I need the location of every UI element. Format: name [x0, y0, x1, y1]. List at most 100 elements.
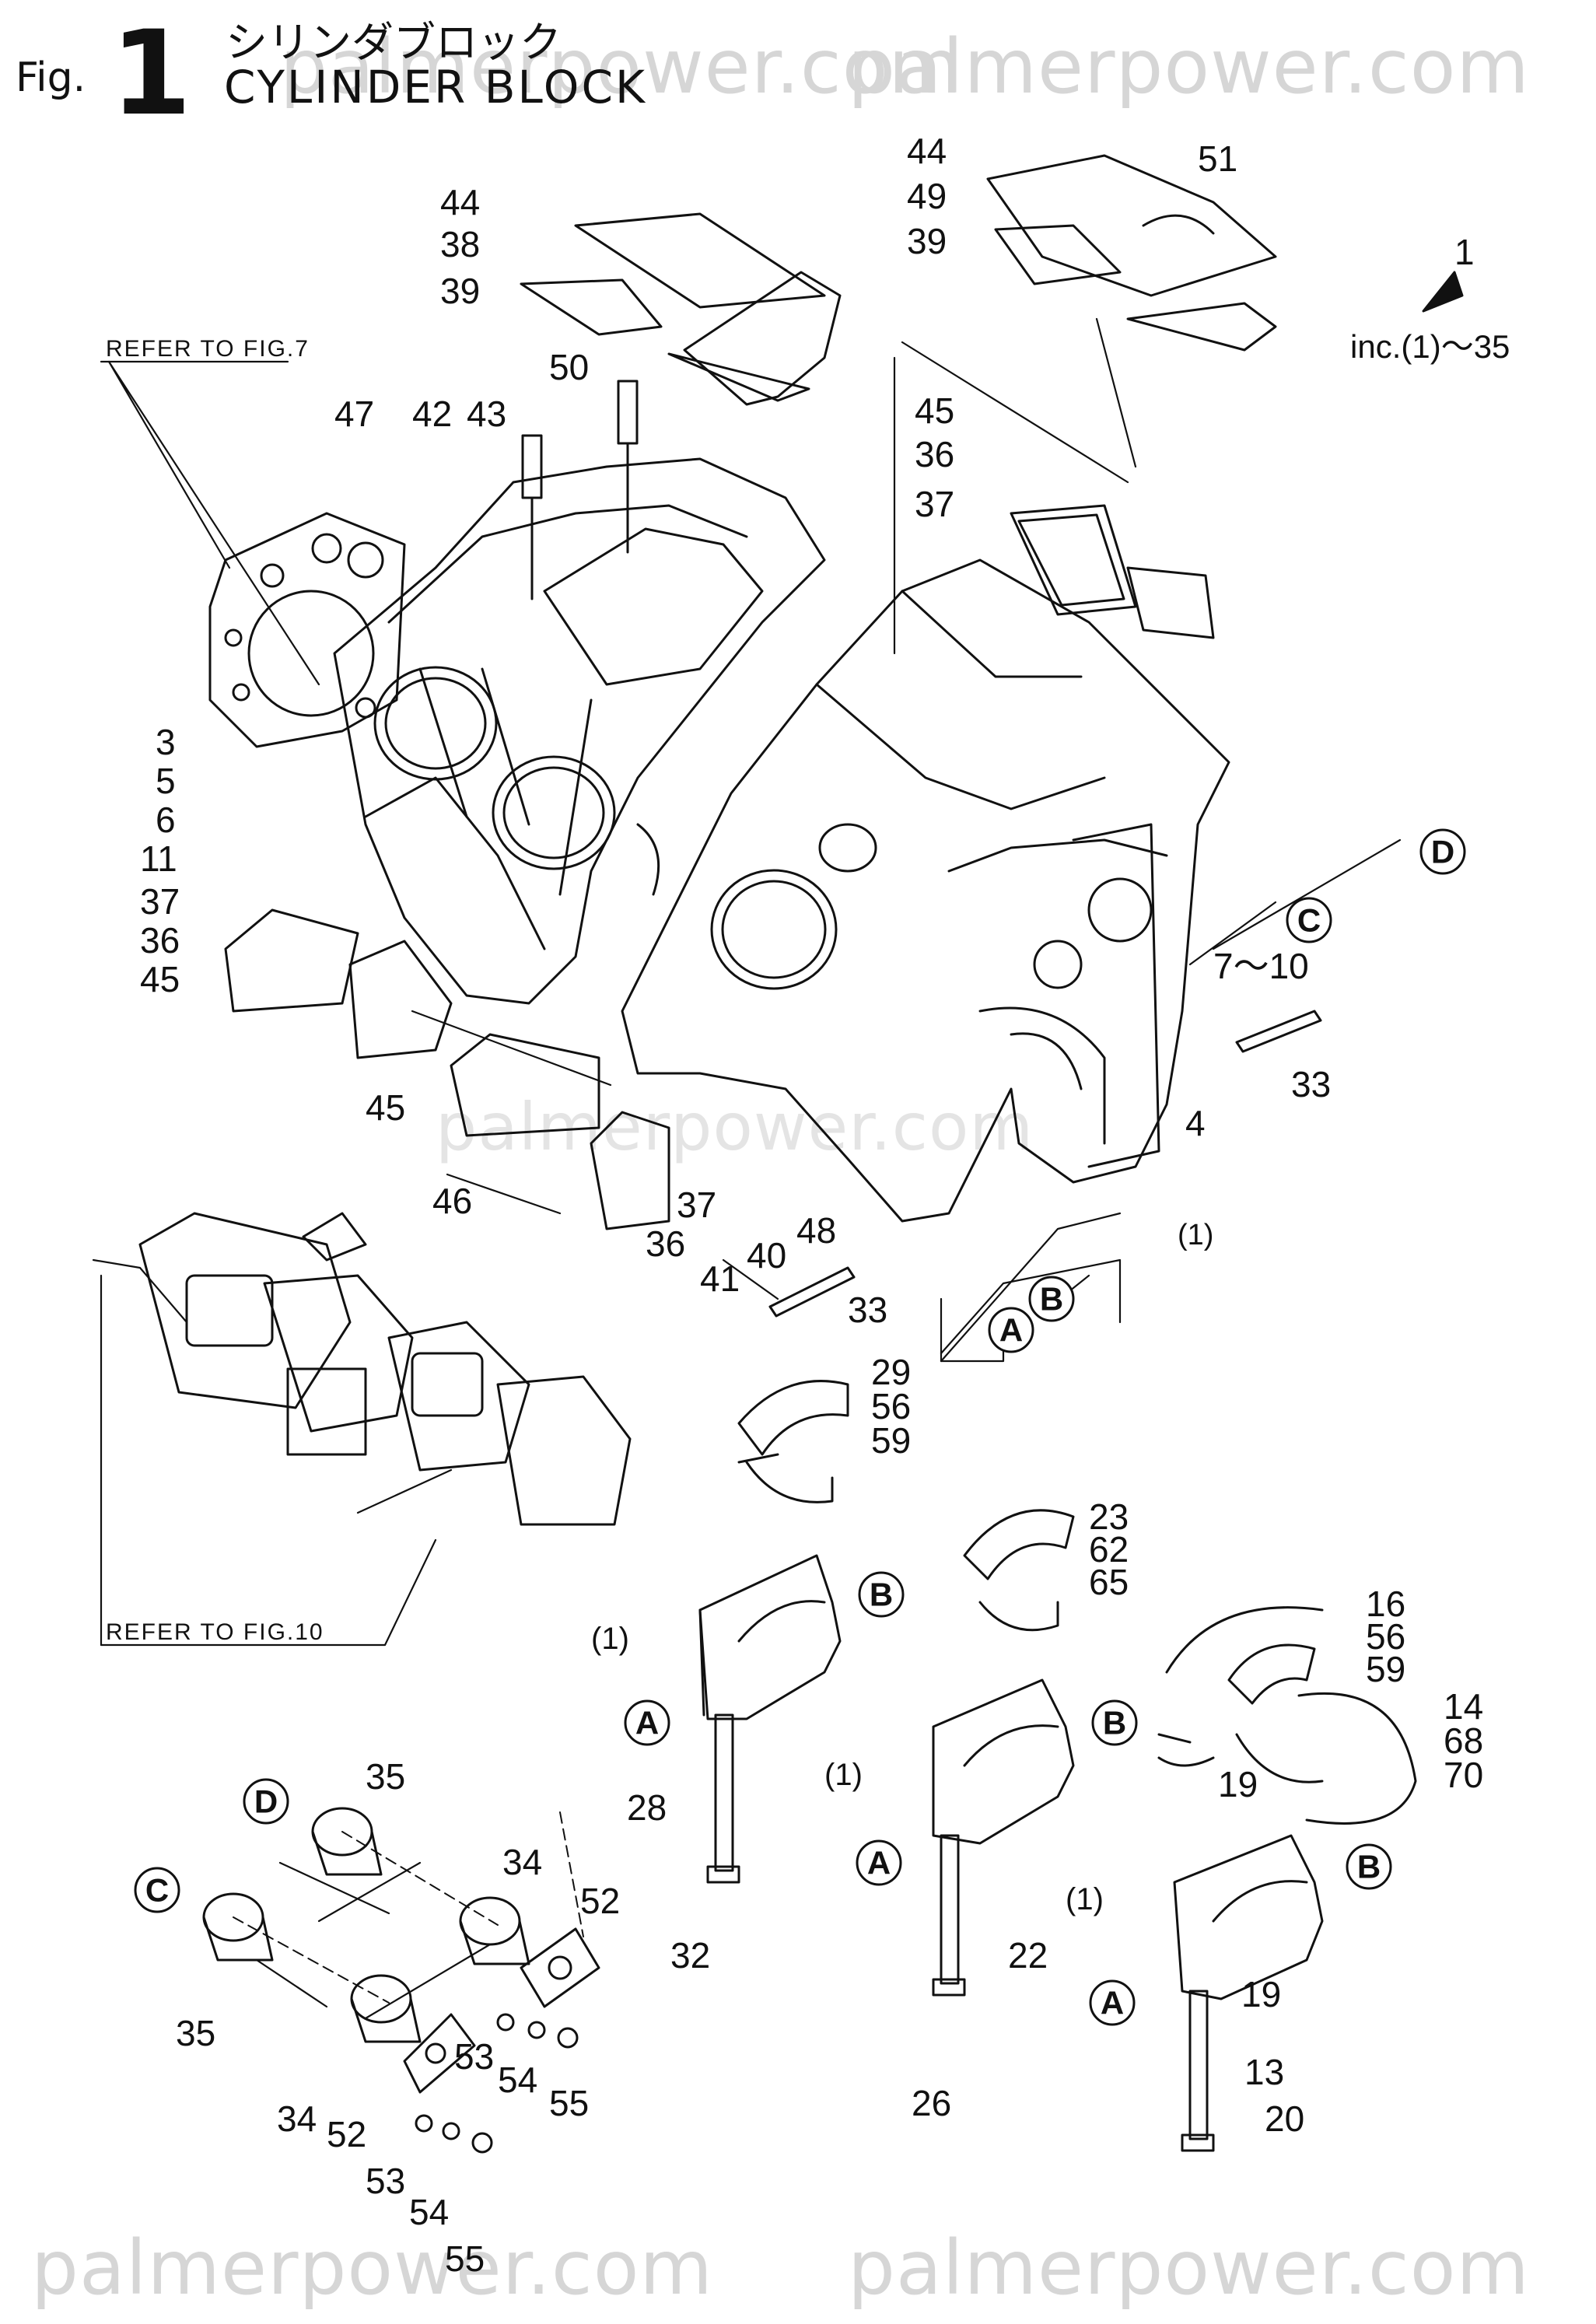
- part-label-5: 5: [156, 761, 176, 801]
- circle-label-a-4: A: [1101, 1985, 1124, 2021]
- part-label-11: 11: [140, 838, 177, 879]
- watermark-bottom-right: palmerpower.com: [848, 2224, 1530, 2312]
- part-label-65: 65: [1089, 1562, 1129, 1602]
- head-gasket-left: [208, 512, 406, 748]
- cap-bolts: [706, 1713, 1215, 2152]
- part-label-56-a: 56: [871, 1386, 911, 1426]
- thrust-bearing-set: [1157, 1606, 1417, 1825]
- circle-label-b-3: B: [1103, 1705, 1126, 1741]
- part-label-42: 42: [412, 394, 452, 434]
- side-cover-upper-right: [1010, 504, 1215, 639]
- top-cover-left: [520, 212, 842, 406]
- part-label-36-b: 36: [140, 920, 180, 961]
- part-label-40: 40: [747, 1235, 786, 1276]
- part-label-37-b: 37: [140, 881, 180, 922]
- part-label-39-b: 39: [907, 221, 947, 261]
- alignment-dashes: [233, 1811, 584, 2004]
- circle-label-b-1: B: [1040, 1281, 1063, 1318]
- part-label-19-b: 19: [1241, 1974, 1281, 2014]
- part-label-16: 16: [1366, 1584, 1405, 1624]
- inc-arrow: [1422, 271, 1464, 313]
- part-label-38: 38: [440, 224, 480, 264]
- circle-label-a-3: A: [867, 1845, 891, 1881]
- part-label-45-b: 45: [140, 959, 180, 999]
- refer-to-fig7: REFER TO FIG.7: [106, 336, 310, 362]
- part-label-59-b: 59: [1366, 1649, 1405, 1689]
- part-label-55-b: 55: [445, 2238, 485, 2279]
- part-label-13: 13: [1244, 2052, 1284, 2092]
- watermark-bottom-left: palmerpower.com: [31, 2224, 713, 2312]
- top-cover-right: [986, 154, 1277, 352]
- part-label-22: 22: [1008, 1935, 1048, 1976]
- side-cover-plates-mid: [224, 908, 670, 1230]
- main-bearing-shell-upper: [737, 1380, 849, 1503]
- part-label-41: 41: [700, 1258, 740, 1299]
- part-label-68: 68: [1444, 1720, 1483, 1761]
- title-english: CYLINDER BLOCK: [224, 61, 647, 114]
- part-label-1-a: (1): [1178, 1219, 1213, 1251]
- circle-label-b-4: B: [1357, 1849, 1381, 1885]
- part-label-4: 4: [1185, 1103, 1206, 1143]
- part-label-32: 32: [670, 1935, 710, 1976]
- front-cover-outline: [1072, 823, 1160, 1168]
- part-label-62: 62: [1089, 1529, 1129, 1570]
- part-label-3: 3: [156, 722, 176, 762]
- dowel-studs: [521, 380, 639, 600]
- circle-label-b-2: B: [870, 1577, 893, 1613]
- circle-label-d-2: D: [254, 1783, 278, 1820]
- part-label-54-b: 54: [409, 2192, 449, 2232]
- main-bearing-shell-right: [963, 1509, 1075, 1632]
- part-label-48: 48: [796, 1210, 836, 1251]
- part-label-45-a: 45: [915, 390, 954, 431]
- part-label-33-b: 33: [848, 1290, 887, 1330]
- camshaft-bushings: [202, 1807, 530, 2043]
- inc-arrow-number: 1: [1454, 232, 1475, 272]
- main-bearing-cap-2: [932, 1678, 1075, 1845]
- part-label-50: 50: [549, 347, 589, 387]
- part-label-36-c: 36: [646, 1223, 685, 1264]
- part-label-6: 6: [156, 800, 176, 840]
- figure-prefix: Fig.: [16, 54, 86, 101]
- part-label-43: 43: [467, 394, 506, 434]
- part-label-1-d: (1): [1066, 1882, 1104, 1916]
- part-label-53-b: 53: [366, 2161, 405, 2201]
- circle-label-c-1: C: [1297, 902, 1321, 939]
- main-bearing-cap-3: [1173, 1834, 1324, 2000]
- cylinder-bores-left: [373, 666, 660, 896]
- part-label-49: 49: [907, 176, 947, 216]
- part-label-14: 14: [1444, 1686, 1483, 1727]
- circle-label-a-1: A: [999, 1312, 1023, 1349]
- part-label-1-b: (1): [591, 1622, 629, 1656]
- part-label-70: 70: [1444, 1755, 1483, 1795]
- part-label-34-b: 34: [277, 2098, 317, 2139]
- part-label-45-c: 45: [366, 1087, 405, 1128]
- part-label-33-a: 33: [1291, 1064, 1331, 1104]
- watermark-center: palmerpower.com: [436, 1089, 1034, 1165]
- cylinder-block-left-bank: [333, 457, 826, 1005]
- part-label-29: 29: [871, 1352, 911, 1392]
- part-label-52-a: 52: [580, 1881, 620, 1921]
- cylinder-bores-right: [710, 823, 1153, 990]
- part-label-34-a: 34: [502, 1842, 542, 1882]
- part-label-1-c: (1): [824, 1758, 863, 1792]
- part-label-7-10: 7～10: [1213, 946, 1309, 986]
- part-label-44-a: 44: [440, 182, 480, 222]
- refer-to-fig10: REFER TO FIG.10: [106, 1619, 324, 1645]
- figure-number: 1: [110, 6, 192, 142]
- part-label-36-a: 36: [915, 434, 954, 474]
- part-label-53-a: 53: [454, 2036, 494, 2077]
- part-label-20: 20: [1265, 2098, 1304, 2139]
- part-label-56-b: 56: [1366, 1616, 1405, 1657]
- part-label-55-a: 55: [549, 2083, 589, 2123]
- part-label-54-a: 54: [498, 2060, 537, 2100]
- part-label-51: 51: [1198, 138, 1237, 179]
- part-label-19-a: 19: [1218, 1764, 1258, 1804]
- circle-label-c-2: C: [145, 1872, 169, 1909]
- circle-label-a-2: A: [635, 1705, 659, 1741]
- block-bolts: [768, 1010, 1322, 1318]
- bush-gaskets-fasteners: [403, 1927, 600, 2154]
- part-label-37-a: 37: [915, 484, 954, 524]
- watermark-top-right: palmerpower.com: [848, 23, 1530, 110]
- inc-range: inc.(1)～35: [1350, 328, 1510, 365]
